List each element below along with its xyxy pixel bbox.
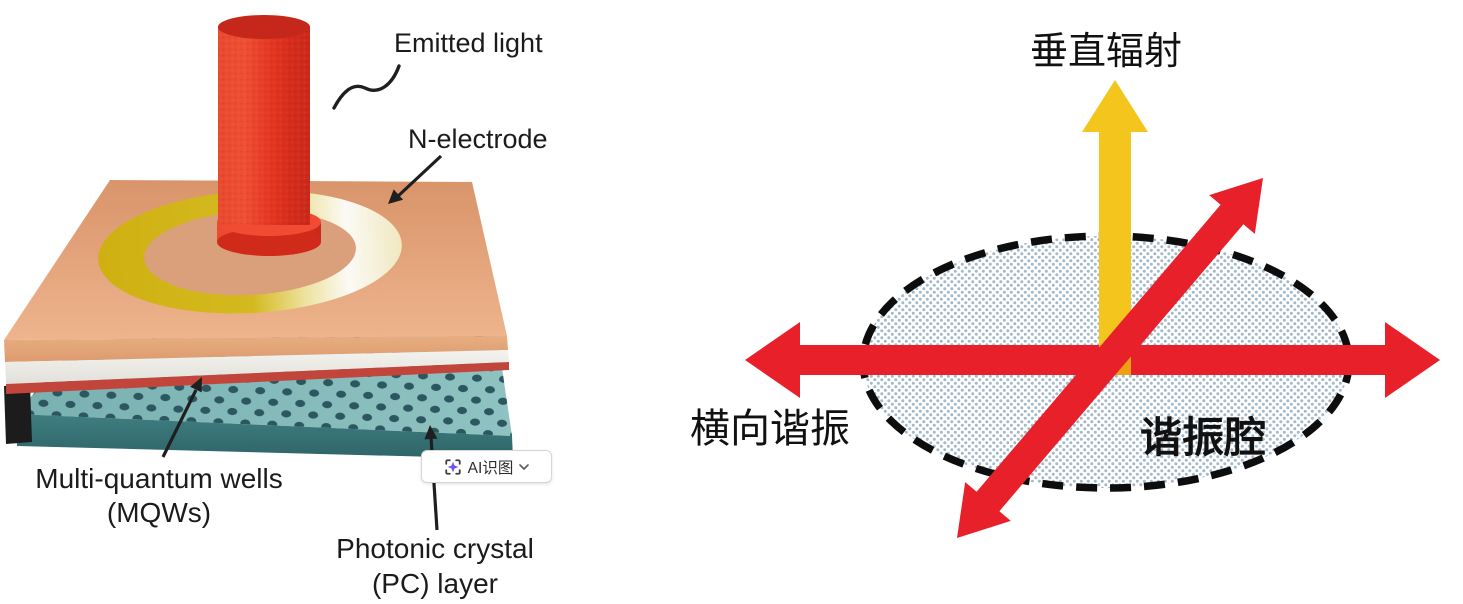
ai-recognize-image-button[interactable]: AI识图 bbox=[421, 450, 552, 483]
emitted-light-label: Emitted light bbox=[394, 28, 543, 58]
vertical-radiation-label: 垂直辐射 bbox=[1029, 31, 1182, 73]
vertical-radiation-arrow bbox=[1082, 80, 1148, 372]
mqw-label-line2: (MQWs) bbox=[106, 497, 212, 528]
n-electrode-label: N-electrode bbox=[408, 124, 548, 154]
mqw-layer-band bbox=[6, 362, 509, 394]
ai-scan-sparkle-icon bbox=[445, 458, 461, 475]
resonant-cavity-label: 谐振腔 bbox=[1139, 414, 1266, 461]
lateral-resonance-label: 横向谐振 bbox=[690, 407, 850, 451]
spacer-layer-band bbox=[5, 350, 509, 384]
resonance-schematic bbox=[745, 80, 1440, 538]
mqw-arrow bbox=[161, 377, 202, 458]
ai-button-label: AI识图 bbox=[467, 459, 514, 477]
mqw-label: Multi-quantum wells (MQWs) bbox=[26, 462, 292, 530]
cladding-front-face bbox=[4, 336, 508, 362]
photonic-crystal-slab-front bbox=[16, 414, 513, 459]
mqw-label-line1: Multi-quantum wells bbox=[35, 463, 283, 494]
n-electrode-arrow bbox=[388, 154, 443, 204]
emitted-light-beam bbox=[217, 15, 321, 256]
pc-label-line2: (PC) layer bbox=[371, 568, 498, 599]
pc-label: Photonic crystal (PC) layer bbox=[318, 531, 552, 601]
substrate-block bbox=[4, 384, 32, 444]
laser-structure-illustration bbox=[4, 15, 513, 531]
chevron-down-icon[interactable] bbox=[519, 463, 530, 470]
pc-label-line1: Photonic crystal bbox=[336, 533, 534, 564]
diagonal-resonance-arrow bbox=[957, 178, 1263, 538]
emitted-light-squiggle bbox=[332, 64, 401, 110]
